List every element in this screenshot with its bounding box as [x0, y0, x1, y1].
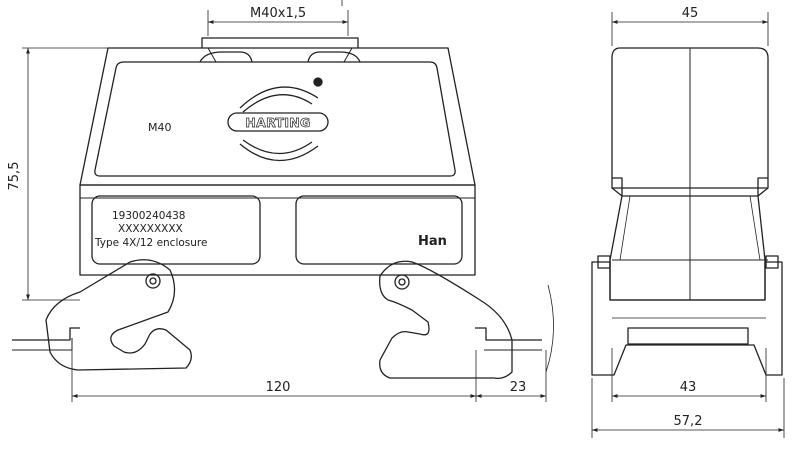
side-top-width-label: 45 [682, 6, 699, 21]
series-mark: Han [418, 234, 447, 249]
brand-logo-text: HARTING [245, 115, 310, 130]
lever-label: 23 [510, 380, 527, 395]
lever-pivot-left [145, 273, 161, 289]
front-view [12, 37, 542, 380]
locking-lever-right [379, 260, 513, 380]
thread-label: M40x1,5 [250, 6, 306, 21]
side-lever-tab-right [765, 255, 779, 269]
entry-tab-right [307, 51, 361, 63]
side-inner-width-label: 43 [680, 380, 697, 395]
label-plate-left [91, 195, 261, 265]
hood-face-panel [94, 61, 456, 177]
side-body [609, 195, 766, 301]
width-label: 120 [266, 380, 291, 395]
side-overall-width-label: 57,2 [674, 414, 703, 429]
lever-swing-arc [545, 284, 554, 373]
side-dimensions [591, 12, 785, 438]
label-plate-right [295, 195, 463, 265]
lever-pivot-right [394, 274, 410, 290]
locking-lever-left [45, 259, 192, 371]
flange-left [12, 327, 80, 341]
side-base-window [627, 327, 749, 345]
harting-logo [227, 77, 329, 162]
height-label: 75,5 [7, 162, 22, 191]
part-number: 19300240438 [112, 210, 186, 222]
entry-tab-left [199, 51, 253, 63]
side-view [591, 47, 783, 376]
housing-base [79, 184, 476, 276]
cable-entry-stub [201, 37, 359, 48]
front-dimensions [22, 0, 554, 402]
side-base [591, 261, 783, 376]
logo-dot [313, 77, 323, 87]
enclosure-type: Type 4X/12 enclosure [94, 237, 207, 249]
face-label: M40 [148, 121, 172, 134]
flange-right [475, 327, 542, 341]
side-lever-tab-left [597, 255, 611, 269]
serial-placeholder: XXXXXXXXX [118, 223, 183, 235]
